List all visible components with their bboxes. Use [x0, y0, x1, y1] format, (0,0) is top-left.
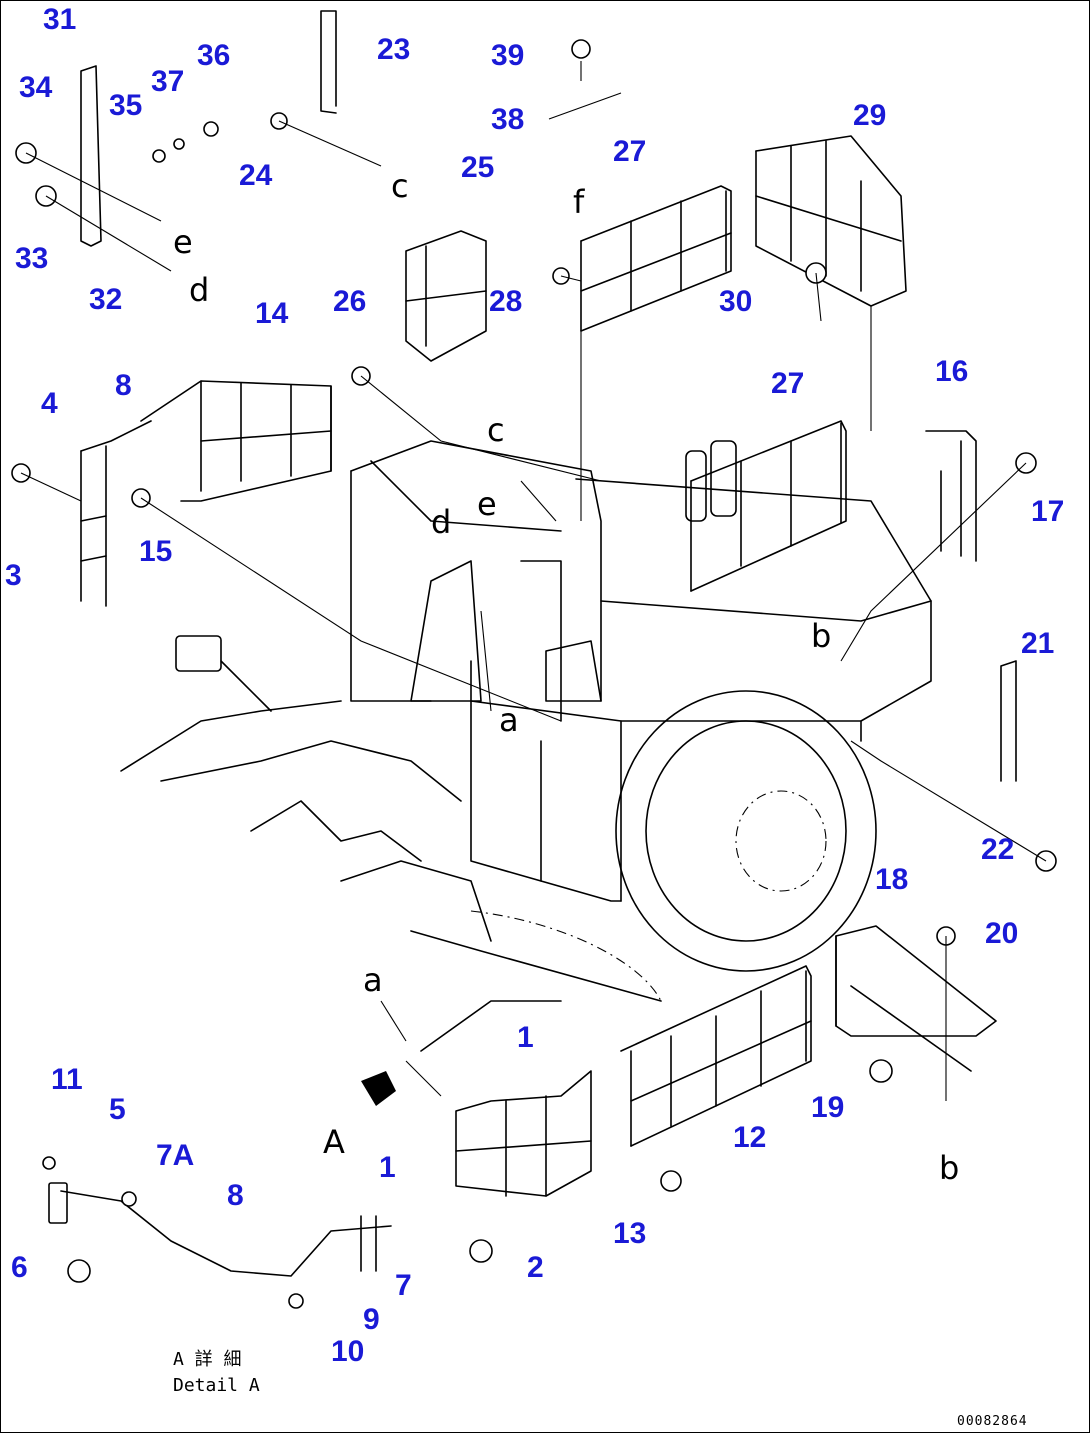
leader-lines: [20, 61, 1047, 1101]
ref-letter-d-mid: d: [431, 503, 451, 541]
callout-10: 10: [331, 1335, 364, 1368]
callout-13: 13: [613, 1217, 646, 1250]
detail-a-arrow-icon: [361, 1071, 396, 1106]
callout-34: 34: [19, 71, 53, 104]
callout-30: 30: [719, 285, 752, 318]
document-number: 00082864: [957, 1414, 1028, 1429]
detail-caption: A 詳 細 Detail A: [173, 1349, 260, 1396]
callout-22: 22: [981, 833, 1014, 866]
callout-38: 38: [491, 103, 524, 136]
callout-2: 2: [527, 1251, 544, 1284]
callout-19: 19: [811, 1091, 844, 1124]
callout-14: 14: [255, 297, 289, 330]
ref-letter-c-top: c: [391, 167, 409, 205]
callout-11: 11: [51, 1063, 83, 1096]
callout-33: 33: [15, 242, 48, 275]
callout-25: 25: [461, 151, 494, 184]
callout-28: 28: [489, 285, 522, 318]
callout-26: 26: [333, 285, 366, 318]
handrails: [48, 10, 1017, 1277]
callout-15: 15: [139, 535, 172, 568]
callout-3: 3: [5, 559, 22, 592]
callout-6: 6: [11, 1251, 28, 1284]
callout-32: 32: [89, 283, 122, 316]
ref-letter-a-detail: A: [323, 1123, 345, 1161]
ref-letter-e-top: e: [173, 223, 193, 261]
callout-39: 39: [491, 39, 524, 72]
callout-8-detail: 8: [227, 1179, 244, 1212]
callout-7a: 7A: [156, 1139, 194, 1172]
callout-37: 37: [151, 65, 184, 98]
callout-18: 18: [875, 863, 908, 896]
ref-letter-a-low: a: [363, 961, 383, 999]
callout-labels: 31 34 35 37 36 33 32 23 24 39 38 27 29 2…: [5, 3, 1064, 1368]
callout-21: 21: [1021, 627, 1054, 660]
ref-letter-c-mid: c: [487, 411, 505, 449]
callout-16: 16: [935, 355, 968, 388]
ref-letter-b-low: b: [939, 1149, 959, 1187]
callout-27-upper: 27: [613, 135, 646, 168]
callout-29: 29: [853, 99, 886, 132]
ref-letter-e-mid: e: [477, 485, 497, 523]
callout-35: 35: [109, 89, 142, 122]
callout-24: 24: [239, 159, 273, 192]
callout-5: 5: [109, 1093, 126, 1126]
reference-letters: e d c f c e d b a a b A: [173, 167, 959, 1187]
callout-36: 36: [197, 39, 230, 72]
callout-23: 23: [377, 33, 410, 66]
callout-20: 20: [985, 917, 1018, 950]
machine-body: [120, 440, 932, 1052]
callout-31: 31: [43, 3, 76, 36]
callout-27-lower: 27: [771, 367, 804, 400]
callout-7: 7: [395, 1269, 412, 1302]
callout-1-detail: 1: [379, 1151, 396, 1184]
callout-1-main: 1: [517, 1021, 534, 1054]
callout-17: 17: [1031, 495, 1064, 528]
ref-letter-f: f: [573, 183, 585, 221]
callout-8: 8: [115, 369, 132, 402]
caption-japanese: A 詳 細: [173, 1349, 242, 1370]
ref-letter-a-mid: a: [499, 701, 519, 739]
fasteners: [11, 39, 1057, 1309]
callout-9: 9: [363, 1303, 380, 1336]
ref-letter-d-top: d: [189, 271, 209, 309]
caption-english: Detail A: [173, 1375, 260, 1396]
ref-letter-b-mid: b: [811, 617, 831, 655]
callout-4: 4: [41, 387, 58, 420]
callout-12: 12: [733, 1121, 766, 1154]
